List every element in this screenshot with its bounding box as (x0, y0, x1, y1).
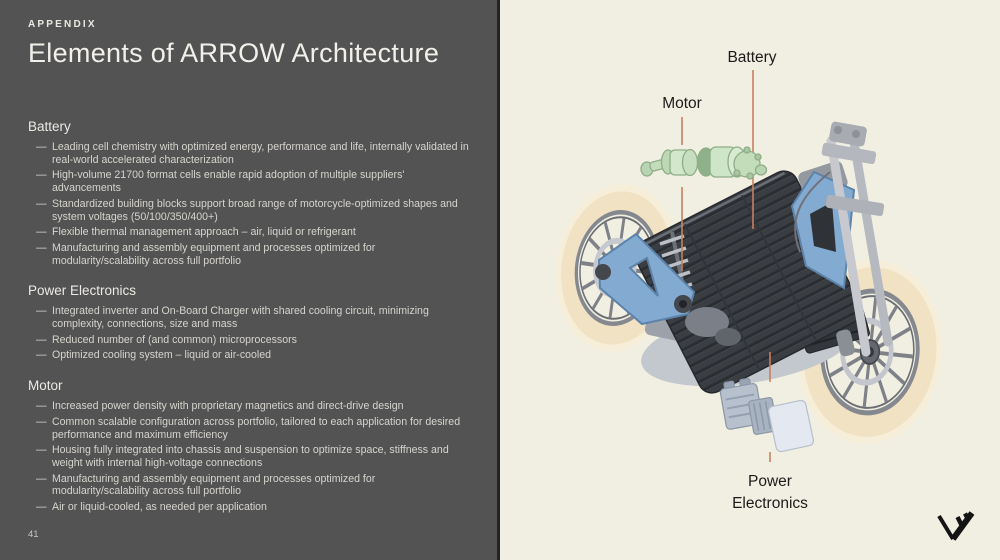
bullet-item: — Manufacturing and assembly equipment an… (28, 242, 471, 267)
bullet-text: Integrated inverter and On-Board Charger… (52, 305, 429, 331)
bullet-item: — Increased power density with proprietar… (28, 400, 471, 413)
bullet-dash: — (36, 400, 47, 413)
bullet-text: Housing fully integrated into chassis an… (52, 444, 449, 469)
bullet-dash: — (36, 197, 47, 210)
front-frame-cutout (810, 202, 836, 252)
bullet-text: Common scalable configuration across por… (52, 415, 461, 441)
bullet-dash: — (36, 349, 47, 362)
bullet-text: Reduced number of (and common) microproc… (52, 333, 297, 346)
bullet-text: Air or liquid-cooled, as needed per appl… (52, 501, 267, 514)
bullet-dash: — (36, 226, 47, 239)
livewire-logo-icon (937, 511, 975, 541)
bullet-item: — Flexible thermal management approach – … (28, 226, 471, 239)
leader-lines (681, 70, 771, 462)
eyebrow: APPENDIX (28, 19, 97, 30)
bullet-dash: — (36, 501, 47, 514)
cable (794, 171, 831, 253)
bullet-text: Manufacturing and assembly equipment and… (52, 472, 376, 498)
label-power-electronics: Electronics (732, 495, 808, 512)
bullet-item: — Manufacturing and assembly equipment an… (28, 473, 471, 498)
bullet-item: — Optimized cooling system – liquid or ai… (28, 349, 471, 362)
swingarm (597, 232, 696, 326)
bullet-dash: — (36, 333, 47, 346)
bullet-text: Leading cell chemistry with optimized en… (52, 141, 469, 166)
label-motor: Motor (662, 95, 702, 112)
section-battery: Battery — Leading cell chemistry with opt… (28, 119, 471, 267)
section-heading: Power Electronics (28, 283, 137, 299)
front-fork (821, 121, 893, 357)
bullet-dash: — (36, 472, 47, 485)
drive-linkage (715, 328, 741, 346)
section-heading: Motor (28, 378, 63, 394)
left-panel: APPENDIX Elements of ARROW Architecture … (0, 0, 497, 560)
bullet-text: Standardized building blocks support bro… (52, 197, 458, 223)
motorcycle-diagram: Battery Motor Power Electronics (555, 49, 975, 541)
label-battery: Battery (727, 49, 776, 66)
bullet-item: — Air or liquid-cooled, as needed per app… (28, 501, 471, 514)
bullet-dash: — (36, 415, 47, 428)
bullet-dash: — (36, 169, 47, 182)
power-electronics-exploded (719, 377, 815, 453)
bullet-text: Flexible thermal management approach – a… (52, 226, 356, 239)
bullet-text: Increased power density with proprietary… (52, 400, 404, 413)
swingarm-pivot (595, 264, 611, 280)
page-title: Elements of ARROW Architecture (28, 38, 440, 68)
section-motor: Motor — Increased power density with prop… (28, 378, 471, 514)
front-brake-caliper (836, 329, 855, 357)
bullet-dash: — (36, 141, 47, 153)
bullet-item: — Leading cell chemistry with optimized e… (28, 141, 471, 166)
bullet-dash: — (36, 305, 47, 318)
swingarm-pivot (679, 300, 687, 308)
bullet-item: — High-volume 21700 format cells enable r… (28, 169, 471, 194)
bullet-text: High-volume 21700 format cells enable ra… (52, 169, 405, 195)
bullet-item: — Housing fully integrated into chassis a… (28, 444, 471, 469)
page-number: 41 (28, 529, 39, 540)
bullet-dash: — (36, 444, 47, 457)
bullet-dash: — (36, 241, 47, 254)
right-panel: Battery Motor Power Electronics (500, 0, 1000, 560)
section-power-electronics: Power Electronics — Integrated inverter a… (28, 283, 471, 362)
sections: Battery — Leading cell chemistry with opt… (28, 119, 471, 514)
motor-exploded (640, 146, 768, 180)
bullet-item: — Integrated inverter and On-Board Charge… (28, 305, 471, 330)
bullet-item: — Common scalable configuration across po… (28, 416, 471, 441)
bullet-item: — Reduced number of (and common) micropro… (28, 334, 471, 347)
bullet-item: — Standardized building blocks support br… (28, 198, 471, 223)
section-heading: Battery (28, 119, 71, 134)
label-power-electronics: Power (748, 473, 792, 490)
bullet-text: Optimized cooling system – liquid or air… (52, 349, 272, 362)
drive-linkage (685, 307, 729, 337)
panel-divider (497, 0, 500, 560)
bullet-text: Manufacturing and assembly equipment and… (52, 241, 376, 267)
